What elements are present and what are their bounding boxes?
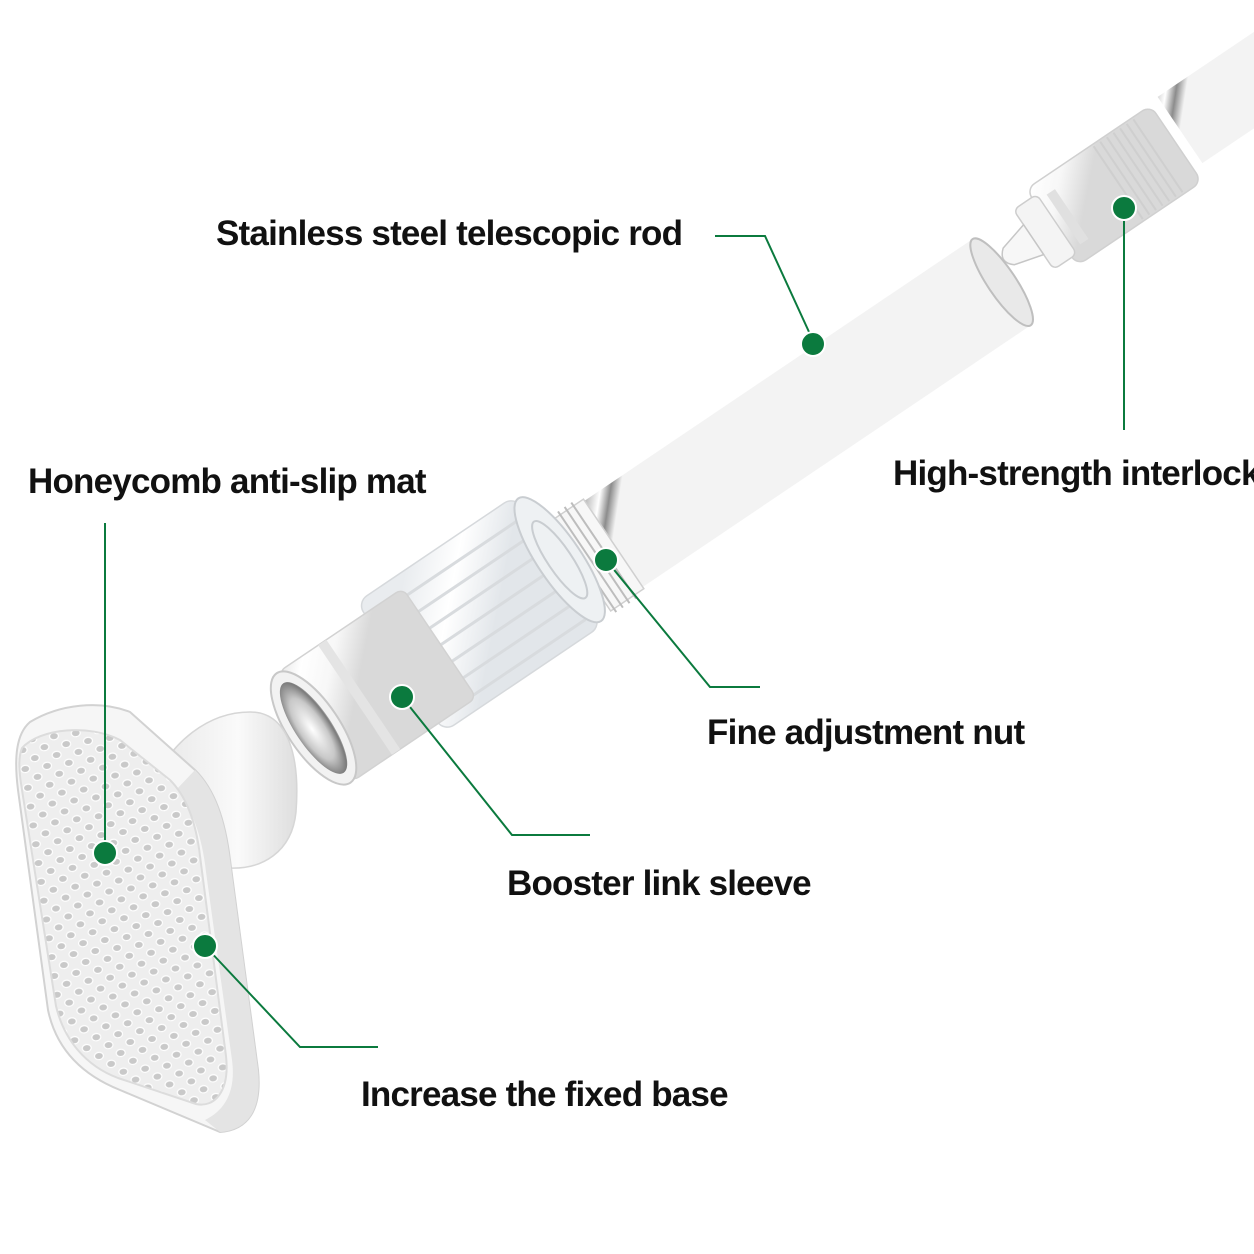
callout-dot-nut bbox=[593, 547, 619, 573]
callout-line-nut bbox=[605, 559, 760, 688]
label-adjustment-nut: Fine adjustment nut bbox=[707, 713, 1025, 752]
label-fixed-base: Increase the fixed base bbox=[361, 1075, 729, 1114]
upper-rod bbox=[1157, 0, 1254, 164]
callout-dot-interlock bbox=[1111, 195, 1137, 221]
interlock-part bbox=[1001, 108, 1199, 268]
callout-dot-base bbox=[192, 933, 218, 959]
callout-dot-mat bbox=[92, 840, 118, 866]
callout-dot-rod bbox=[800, 331, 826, 357]
telescopic-rod bbox=[549, 237, 1034, 613]
callout-line-sleeve bbox=[401, 696, 590, 836]
label-booster-sleeve: Booster link sleeve bbox=[507, 864, 812, 903]
label-interlock: High-strength interlock bbox=[893, 454, 1254, 493]
label-anti-slip-mat: Honeycomb anti-slip mat bbox=[28, 462, 427, 501]
callout-line-base bbox=[204, 945, 378, 1048]
booster-sleeve bbox=[269, 590, 475, 786]
honeycomb-mat bbox=[18, 729, 228, 1106]
label-telescopic-rod: Stainless steel telescopic rod bbox=[216, 214, 683, 253]
callout-lines bbox=[104, 208, 1125, 1048]
fixed-base bbox=[15, 704, 298, 1134]
callout-dot-sleeve bbox=[389, 684, 415, 710]
callout-line-rod bbox=[715, 235, 816, 346]
callout-dots bbox=[92, 195, 1137, 959]
